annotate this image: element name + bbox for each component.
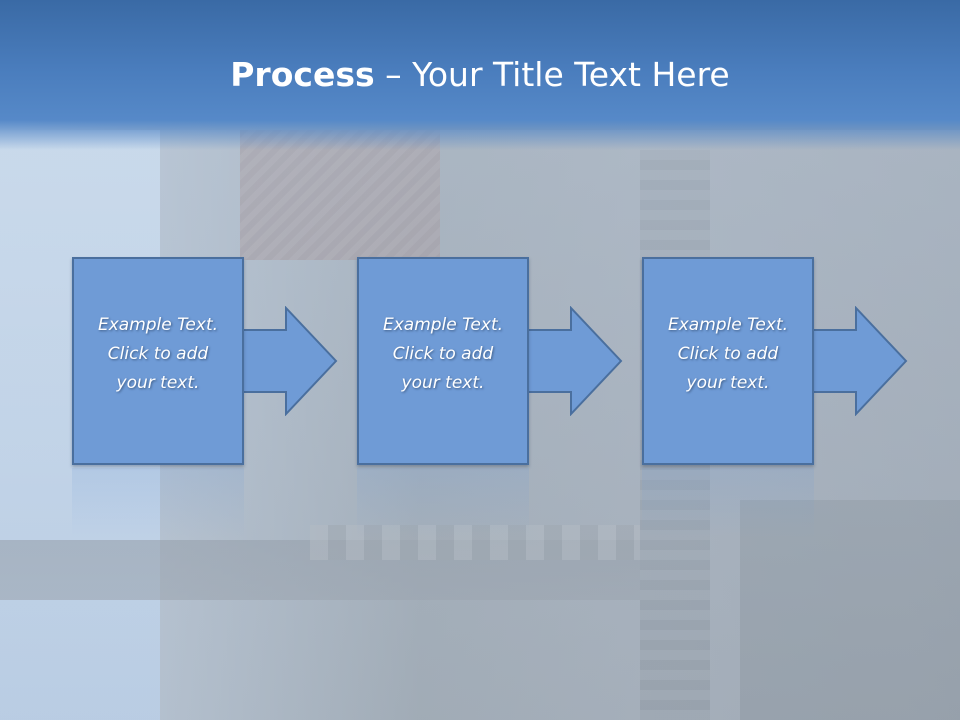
title-bold: Process xyxy=(230,55,375,94)
background-roof-tiles xyxy=(240,130,440,260)
step-line: Click to add xyxy=(107,344,209,364)
step-line: Example Text. xyxy=(382,315,504,335)
step-line: Example Text. xyxy=(667,315,789,335)
step-box-3[interactable]: Example Text. Click to add your text. xyxy=(642,257,814,465)
title-rest: – Your Title Text Here xyxy=(374,55,730,94)
step-arrow-2[interactable] xyxy=(525,306,625,416)
step-line: your text. xyxy=(401,373,485,393)
step-arrow-3[interactable] xyxy=(810,306,910,416)
step-line: your text. xyxy=(686,373,770,393)
step-line: Example Text. xyxy=(97,315,219,335)
background-panel xyxy=(740,500,960,720)
title-band xyxy=(0,0,960,150)
step-box-1[interactable]: Example Text. Click to add your text. xyxy=(72,257,244,465)
step-text-3[interactable]: Example Text. Click to add your text. xyxy=(644,311,812,398)
step-text-2[interactable]: Example Text. Click to add your text. xyxy=(359,311,527,398)
step-line: Click to add xyxy=(677,344,779,364)
step-text-1[interactable]: Example Text. Click to add your text. xyxy=(74,311,242,398)
step-line: your text. xyxy=(116,373,200,393)
step-line: Click to add xyxy=(392,344,494,364)
step-arrow-1[interactable] xyxy=(240,306,340,416)
slide-title[interactable]: Process – Your Title Text Here xyxy=(0,52,960,98)
step-box-2[interactable]: Example Text. Click to add your text. xyxy=(357,257,529,465)
background-frieze xyxy=(310,525,640,560)
